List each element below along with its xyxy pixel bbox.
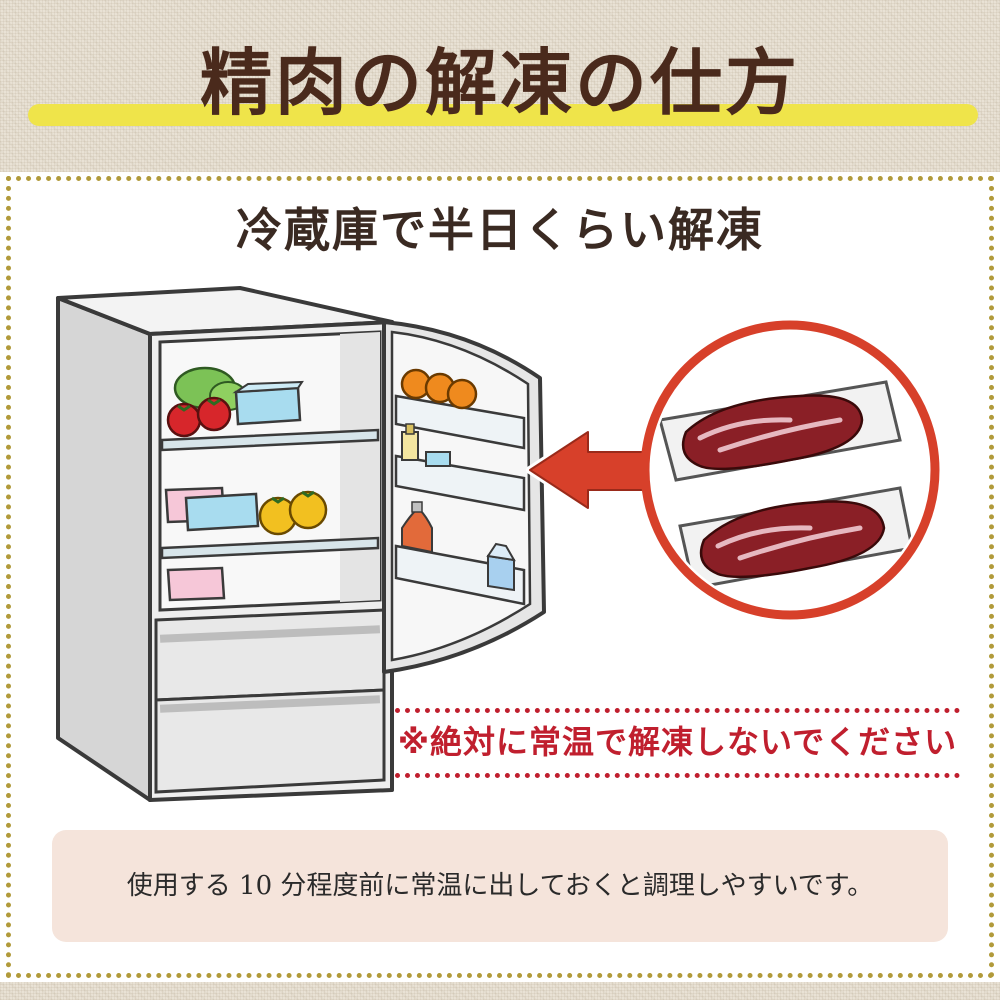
header: 精肉の解凍の仕方 bbox=[0, 0, 1000, 168]
meat-tray-icon bbox=[640, 320, 940, 620]
warning-dotline-top bbox=[395, 708, 960, 713]
section-subtitle: 冷蔵庫で半日くらい解凍 bbox=[236, 203, 764, 257]
warning-text: ※絶対に常温で解凍しないでください bbox=[397, 723, 958, 761]
fridge-svg bbox=[56, 286, 940, 802]
note-box: 使用する 10 分程度前に常温に出しておくと調理しやすいです。 bbox=[52, 830, 948, 942]
page-title: 精肉の解凍の仕方 bbox=[199, 41, 800, 125]
orange-icon bbox=[400, 368, 478, 410]
refrigerator-icon bbox=[56, 286, 394, 802]
note-text: 使用する 10 分程度前に常温に出しておくと調理しやすいです。 bbox=[126, 871, 874, 901]
fridge-illustration bbox=[0, 280, 1000, 820]
milk-carton-icon bbox=[486, 542, 516, 592]
warning-dotline-bottom bbox=[395, 773, 960, 778]
title-highlight bbox=[28, 104, 978, 126]
fridge-door-icon bbox=[382, 320, 546, 674]
bottle-icon bbox=[401, 423, 451, 554]
tomato-icon bbox=[166, 396, 232, 438]
warning-block: ※絶対に常温で解凍しないでください bbox=[395, 708, 960, 778]
